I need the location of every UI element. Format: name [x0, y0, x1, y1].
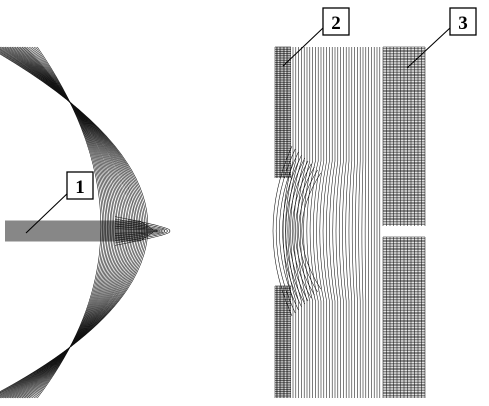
callout-3-label: 3: [458, 13, 468, 34]
needle-electrode-lines: [5, 220, 156, 242]
radial-field-lines: [0, 46, 171, 399]
callout-2: 2: [322, 7, 350, 36]
callout-3-leader: [406, 27, 451, 69]
aperture-field-lines: [272, 47, 381, 398]
callout-1-label: 1: [75, 177, 85, 198]
callout-2-label: 2: [331, 13, 341, 34]
callout-1-leader: [25, 190, 71, 234]
callout-1: 1: [66, 171, 94, 200]
callout-2-leader: [282, 27, 324, 67]
plate-3-hatching: [382, 46, 426, 398]
callout-3: 3: [449, 7, 477, 36]
